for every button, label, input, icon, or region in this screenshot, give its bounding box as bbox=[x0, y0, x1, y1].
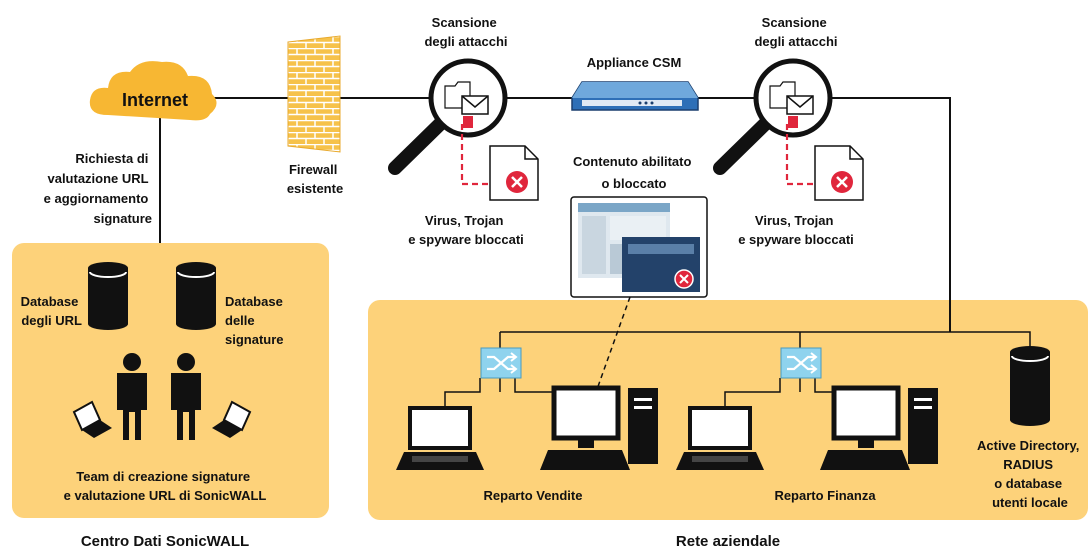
directory-line2: RADIUS bbox=[1003, 457, 1053, 472]
laptop-right-icon bbox=[212, 400, 252, 438]
web-content-screenshot-icon bbox=[570, 196, 708, 298]
firewall-label-line2: esistente bbox=[287, 181, 343, 196]
url-request-line2: valutazione URL bbox=[47, 171, 148, 186]
team-line1: Team di creazione signature bbox=[76, 469, 250, 484]
blocked-path-left bbox=[460, 124, 500, 186]
magnifier-left-icon bbox=[388, 58, 508, 175]
scan-left-line2: degli attacchi bbox=[424, 34, 507, 49]
blocked-path-right bbox=[785, 124, 825, 186]
laptop-left-icon bbox=[72, 400, 112, 438]
team-line2: e valutazione URL di SonicWALL bbox=[64, 488, 267, 503]
enterprise-caption: Rete aziendale bbox=[676, 533, 780, 550]
db-signatures-line2: delle bbox=[225, 313, 255, 328]
appliance-label: Appliance CSM bbox=[587, 55, 682, 70]
blocked-file-left-icon bbox=[489, 145, 539, 201]
svg-text:Scansione degli attacchi: Scansione degli attacchi bbox=[424, 15, 507, 49]
virus-left-line2: e spyware bloccati bbox=[408, 232, 524, 247]
db-urls-line2: degli URL bbox=[21, 313, 82, 328]
datacenter-caption: Centro Dati SonicWALL bbox=[81, 533, 249, 550]
laptop-sales-icon bbox=[396, 406, 484, 470]
url-request-line3: e aggiornamento bbox=[44, 191, 149, 206]
url-request-line1: Richiesta di bbox=[75, 151, 148, 166]
switch-sales-icon bbox=[480, 347, 522, 379]
blocked-file-right-icon bbox=[814, 145, 864, 201]
virus-right-line2: e spyware bloccati bbox=[738, 232, 854, 247]
db-urls-line1: Database bbox=[21, 294, 79, 309]
person-right-icon bbox=[171, 353, 201, 440]
sales-label: Reparto Vendite bbox=[484, 488, 583, 503]
directory-line3: o database bbox=[994, 476, 1062, 491]
directory-line1: Active Directory, bbox=[977, 438, 1079, 453]
magnifier-right-icon bbox=[713, 58, 833, 175]
scan-right-line1: Scansione bbox=[762, 15, 827, 30]
internet-cloud-icon: Internet bbox=[89, 61, 217, 121]
scan-right-line2: degli attacchi bbox=[754, 34, 837, 49]
db-signatures-line1: Database bbox=[225, 294, 283, 309]
finance-label: Reparto Finanza bbox=[774, 488, 876, 503]
virus-left-line1: Virus, Trojan bbox=[425, 213, 504, 228]
appliance-csm-icon bbox=[571, 81, 699, 111]
desktop-finance-icon bbox=[820, 385, 938, 470]
laptop-finance-icon bbox=[676, 406, 764, 470]
directory-database-icon bbox=[1010, 346, 1050, 426]
db-signatures-line3: signature bbox=[225, 332, 284, 347]
svg-text:Virus, Trojan e spyware bl: Virus, Trojan e spyware bloccati bbox=[738, 213, 854, 247]
signature-database-icon bbox=[176, 262, 216, 330]
scan-left-line1: Scansione bbox=[432, 15, 497, 30]
virus-right-line1: Virus, Trojan bbox=[755, 213, 834, 228]
internet-label: Internet bbox=[122, 90, 188, 110]
content-line1: Contenuto abilitato bbox=[573, 154, 691, 169]
svg-text:Active Directory, RADIUS: Active Directory, RADIUS o database uten… bbox=[977, 438, 1083, 510]
person-left-icon bbox=[117, 353, 147, 440]
firewall-icon bbox=[287, 35, 341, 153]
svg-text:Richiesta di valutazione U: Richiesta di valutazione URL e aggiornam… bbox=[44, 151, 152, 226]
content-line2: o bloccato bbox=[601, 176, 666, 191]
desktop-sales-icon bbox=[540, 385, 658, 470]
switch-finance-icon bbox=[780, 347, 822, 379]
url-request-line4: signature bbox=[93, 211, 152, 226]
svg-text:Database degli URL: Database degli URL bbox=[21, 294, 82, 328]
svg-text:Firewall esistente: Firewall esistente bbox=[287, 162, 343, 196]
svg-text:Scansione degli attacchi: Scansione degli attacchi bbox=[754, 15, 837, 49]
svg-text:Team di creazione signature: Team di creazione signature e valutazion… bbox=[64, 469, 267, 503]
svg-text:Database delle signatu: Database delle signature bbox=[225, 294, 286, 347]
svg-text:Virus, Trojan e spyware bl: Virus, Trojan e spyware bloccati bbox=[408, 213, 524, 247]
firewall-label-line1: Firewall bbox=[289, 162, 337, 177]
directory-line4: utenti locale bbox=[992, 495, 1068, 510]
url-database-icon bbox=[88, 262, 128, 330]
svg-text:Contenuto abilitato o bloc: Contenuto abilitato o bloccato bbox=[573, 154, 695, 191]
